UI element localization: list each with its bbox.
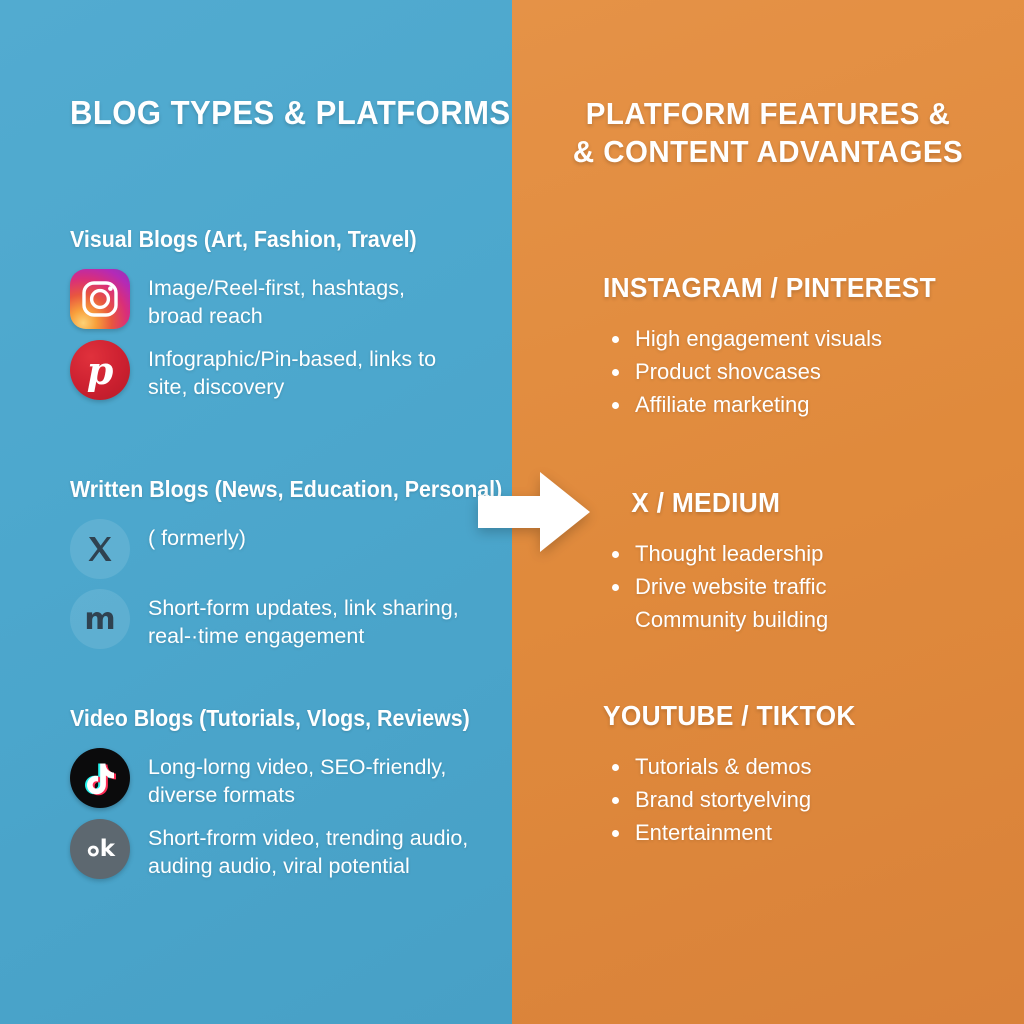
medium-m-glyph: m bbox=[84, 601, 116, 637]
x-logo-glyph bbox=[88, 537, 112, 561]
platform-desc-instagram-line-1: Image/Reel-first, hashtags, bbox=[148, 276, 405, 300]
instagram-icon bbox=[70, 269, 130, 329]
platform-desc-garbled-line-1: Short-frorm video, trending audio, bbox=[148, 826, 469, 850]
feature-group-youtube-tiktok: YOUTUBE / TIKTOK Tutorials & demos Brand… bbox=[603, 700, 1003, 849]
feature-group-x-medium: X / MEDIUM Thought leadership Drive webs… bbox=[603, 487, 1003, 636]
right-column-title: PLATFORM FEATURES & & CONTENT ADVANTAGES bbox=[512, 95, 1024, 171]
garbled-gray-icon: ܘk bbox=[70, 819, 130, 879]
feature-list-x-medium: Thought leadership Drive website traffic… bbox=[603, 537, 1003, 636]
right-arrow-icon bbox=[478, 472, 590, 552]
feature-item: Thought leadership bbox=[603, 537, 1003, 570]
tiktok-icon bbox=[70, 748, 130, 808]
pinterest-p-glyph: p bbox=[87, 348, 114, 393]
x-twitter-icon bbox=[70, 519, 130, 579]
group-video-blogs: Video Blogs (Tutorials, Vlogs, Reviews) … bbox=[70, 705, 490, 890]
platform-desc-x-twitter: ( formerly) bbox=[148, 519, 246, 552]
svg-text:p: p bbox=[87, 348, 114, 393]
platform-desc-x-twitter-line-1: ( formerly) bbox=[148, 526, 246, 550]
feature-list-instagram-pinterest: High engagement visuals Product shovcase… bbox=[603, 322, 1003, 421]
pinterest-icon: p bbox=[70, 340, 130, 400]
right-panel bbox=[512, 0, 1024, 1024]
feature-item: Product shovcases bbox=[603, 355, 1003, 388]
platform-desc-garbled: Short-frorm video, trending audio, audin… bbox=[148, 819, 468, 880]
platform-row-x-twitter[interactable]: ( formerly) bbox=[70, 519, 490, 579]
feature-heading-x-medium: X / MEDIUM bbox=[631, 487, 781, 518]
platform-desc-medium: Short-form updates, link sharing, real-·… bbox=[148, 589, 459, 650]
platform-desc-pinterest-line-1: Infographic/Pin-based, links to bbox=[148, 347, 437, 371]
group-visual-blogs: Visual Blogs (Art, Fashion, Travel) Imag… bbox=[70, 226, 490, 411]
group-heading-video-blogs: Video Blogs (Tutorials, Vlogs, Reviews) bbox=[70, 705, 470, 731]
medium-icon: m bbox=[70, 589, 130, 649]
platform-row-garbled[interactable]: ܘk Short-frorm video, trending audio, au… bbox=[70, 819, 490, 880]
platform-desc-garbled-line-2: auding audio, viral potential bbox=[148, 854, 410, 878]
right-title-line-1: PLATFORM FEATURES & bbox=[585, 96, 951, 131]
platform-desc-instagram-line-2: broad reach bbox=[148, 304, 263, 328]
feature-group-instagram-pinterest: INSTAGRAM / PINTEREST High engagement vi… bbox=[603, 272, 1003, 421]
feature-list-youtube-tiktok: Tutorials & demos Brand stortyelving Ent… bbox=[603, 750, 1003, 849]
garbled-glyph: ܘk bbox=[86, 836, 115, 862]
left-column-title: BLOG TYPES & PLATFORMS bbox=[70, 94, 511, 131]
platform-desc-tiktok: Long-lorng video, SEO-friendly, diverse … bbox=[148, 748, 446, 809]
feature-item: Drive website traffic bbox=[603, 570, 1003, 603]
feature-item: Tutorials & demos bbox=[603, 750, 1003, 783]
platform-desc-pinterest: Infographic/Pin-based, links to site, di… bbox=[148, 340, 436, 401]
instagram-camera-glyph bbox=[82, 281, 118, 317]
feature-item: Community building bbox=[635, 607, 829, 632]
platform-row-medium[interactable]: m Short-form updates, link sharing, real… bbox=[70, 589, 490, 650]
feature-heading-youtube-tiktok: YOUTUBE / TIKTOK bbox=[603, 700, 856, 731]
platform-row-tiktok[interactable]: Long-lorng video, SEO-friendly, diverse … bbox=[70, 748, 490, 809]
right-title-line-2: & CONTENT ADVANTAGES bbox=[572, 133, 964, 169]
feature-item: High engagement visuals bbox=[603, 322, 1003, 355]
platform-desc-tiktok-line-1: Long-lorng video, SEO-friendly, bbox=[148, 755, 447, 779]
platform-desc-medium-line-2: real-·time engagement bbox=[148, 624, 365, 648]
platform-row-pinterest[interactable]: p Infographic/Pin-based, links to site, … bbox=[70, 340, 490, 401]
platform-desc-pinterest-line-2: site, discovery bbox=[148, 375, 285, 399]
platform-desc-tiktok-line-2: diverse formats bbox=[148, 783, 295, 807]
group-heading-written-blogs: Written Blogs (News, Education, Personal… bbox=[70, 476, 503, 502]
platform-row-instagram[interactable]: Image/Reel-first, hashtags, broad reach bbox=[70, 269, 490, 330]
feature-item: Brand stortyelving bbox=[603, 783, 1003, 816]
platform-desc-instagram: Image/Reel-first, hashtags, broad reach bbox=[148, 269, 405, 330]
feature-item: Affiliate marketing bbox=[603, 388, 1003, 421]
platform-desc-medium-line-1: Short-form updates, link sharing, bbox=[148, 596, 459, 620]
feature-heading-instagram-pinterest: INSTAGRAM / PINTEREST bbox=[603, 272, 936, 303]
feature-item: Entertainment bbox=[603, 816, 1003, 849]
group-heading-visual-blogs: Visual Blogs (Art, Fashion, Travel) bbox=[70, 226, 417, 252]
group-written-blogs: Written Blogs (News, Education, Personal… bbox=[70, 476, 503, 660]
tiktok-note-glyph bbox=[85, 763, 116, 796]
